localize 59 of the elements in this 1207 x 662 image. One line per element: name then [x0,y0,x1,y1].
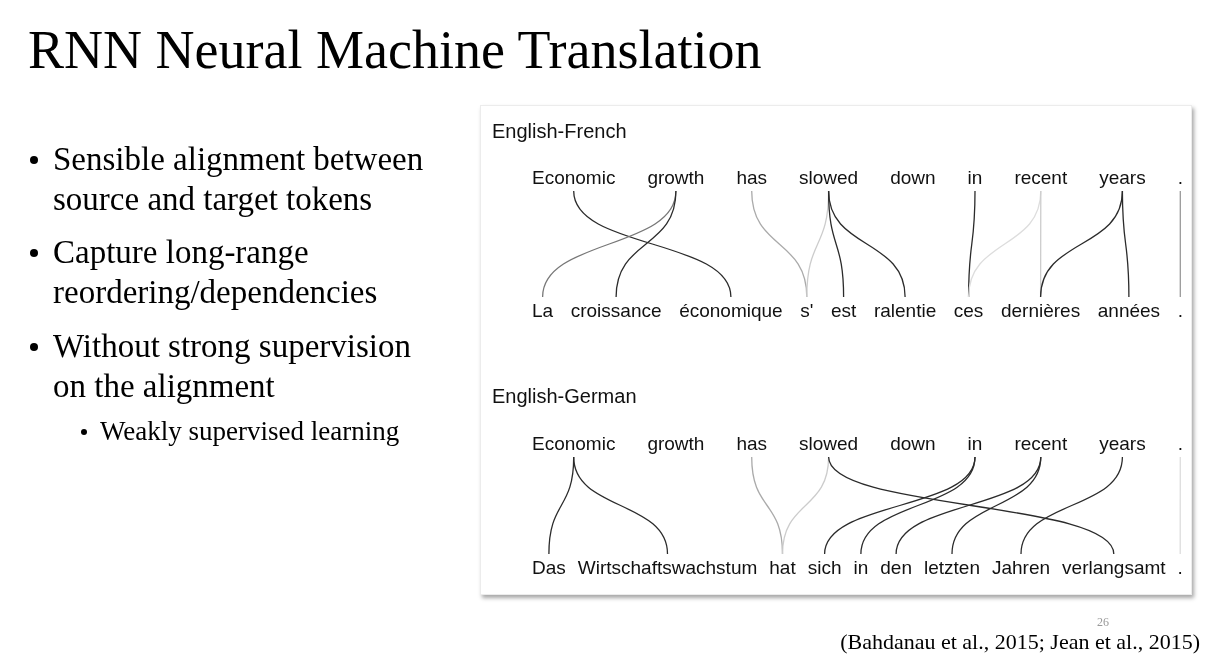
bullet-text: Without strong supervision on the alignment [28,326,445,406]
target-word: est [830,299,857,322]
target-word: dernières [1000,299,1081,322]
source-word: Economic [532,432,616,455]
source-word: has [736,166,768,189]
alignment-line [573,456,669,555]
source-word: slowed [799,432,859,455]
alignment-line [1020,456,1124,555]
target-word: verlangsamt [1062,556,1166,579]
target-word: in [853,556,869,579]
slide-title: RNN Neural Machine Translation [28,19,762,82]
alignment-line [1179,456,1181,555]
source-word: slowed [799,166,859,189]
target-word: ralentie [873,299,937,322]
source-word: has [736,432,768,455]
source-word: in [967,166,983,189]
target-word: letzten [924,556,980,579]
target-word: La [532,299,554,322]
source-word: years [1099,432,1146,455]
source-word: in [967,432,983,455]
panel-heading: English-German [492,384,637,408]
target-word: années [1097,299,1161,322]
figure-panel [480,105,1192,595]
source-word: down [890,166,936,189]
target-word: croissance [570,299,662,322]
alignment-line [1121,190,1130,298]
target-word: sich [807,556,842,579]
citation: (Bahdanau et al., 2015; Jean et al., 2015) [840,631,1200,653]
source-word: recent [1014,432,1068,455]
source-word: growth [647,432,705,455]
target-word: . [1177,299,1183,322]
target-word: Jahren [992,556,1051,579]
target-word: s' [800,299,814,322]
alignment-line [827,456,1115,555]
sub-bullet-text: Weakly supervised learning [78,414,400,448]
source-word: Economic [532,166,616,189]
page-number: 26 [1097,616,1109,629]
target-word: économique [679,299,783,322]
source-word: recent [1014,166,1068,189]
target-word: ces [953,299,984,322]
alignment-line [827,190,906,298]
bullet-text: Capture long-range reordering/dependencies [28,232,445,312]
alignment-line [615,190,677,298]
alignment-line [1179,190,1181,298]
alignment-line [951,456,1042,555]
source-word: . [1177,432,1183,455]
alignment-line [860,456,976,555]
source-word: years [1099,166,1146,189]
source-word: down [890,432,936,455]
alignment-line [573,190,732,298]
source-word: . [1177,166,1183,189]
target-word: Wirtschaftswachstum [577,556,758,579]
source-word: growth [647,166,705,189]
target-word: Das [532,556,566,579]
target-word: . [1177,556,1183,579]
target-word: den [880,556,912,579]
panel-heading: English-French [492,119,627,143]
target-word: hat [769,556,796,579]
bullet-text: Sensible alignment between source and target tokens [28,139,445,219]
